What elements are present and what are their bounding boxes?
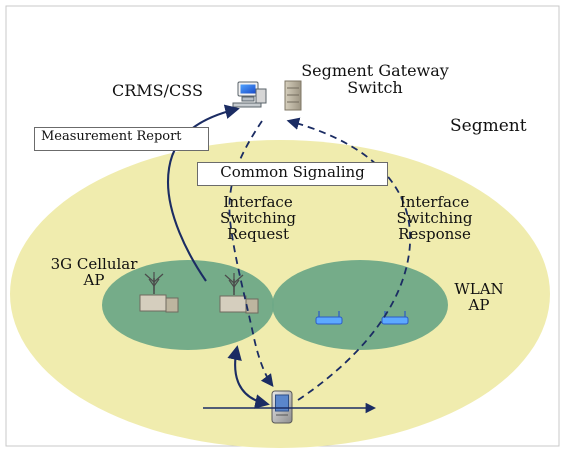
interface-switching-response-label: Interface Switching Response [396,193,473,243]
cell-tower-icon [139,272,179,313]
computer-icon [232,81,267,108]
interface-switching-request-label: Interface Switching Request [219,193,297,243]
wlan-ap-label: WLAN AP [454,280,504,314]
wireless-access-point-icon [381,311,409,325]
crms-label: CRMS/CSS [112,81,203,100]
segment-gateway-switch-label: Segment Gateway Switch [301,61,449,97]
cell-tower-icon [219,273,259,314]
measurement-report-arrow [166,104,240,282]
segment-label: Segment [450,116,527,136]
3g-cellular-ap-label: 3G Cellular AP [50,255,138,289]
wlan-coverage [272,260,448,350]
measurement-report-label: Measurement Report [34,127,209,151]
wireless-access-point-icon [315,311,343,325]
server-switch-icon [284,80,302,111]
common-signaling-label: Common Signaling [197,162,388,186]
mobile-cellular-link-arrow [227,345,270,409]
mobile-device-icon [271,390,293,424]
